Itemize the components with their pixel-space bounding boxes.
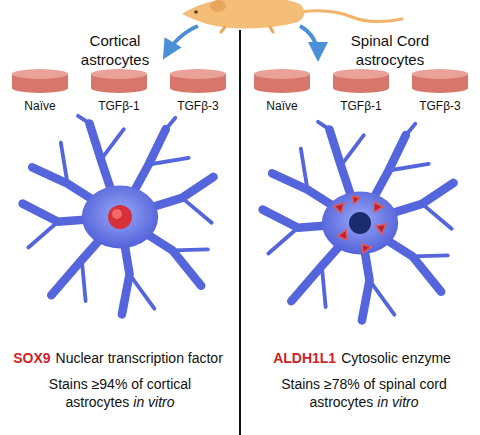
dish-label: TGFβ-1 bbox=[86, 99, 152, 113]
divider bbox=[239, 30, 241, 435]
mouse bbox=[182, 0, 402, 32]
text-group: Cortical astrocytes bbox=[55, 32, 175, 70]
text-group: Stains ≥94% of cortical astrocytesin vit… bbox=[30, 376, 210, 411]
label: Stains ≥78% of spinal cord astrocytes bbox=[281, 376, 447, 410]
dish-node: Naïve bbox=[249, 66, 315, 113]
text-group: ALDH1L1 Cytosolic enzyme bbox=[244, 350, 480, 368]
dish-label: TGFβ-1 bbox=[328, 99, 394, 113]
petri-dish bbox=[167, 66, 229, 96]
text-group: Stains ≥78% of spinal cord astrocytesin … bbox=[266, 376, 462, 411]
label: Cortical astrocytes bbox=[81, 32, 149, 68]
text-group: SOX9 Nuclear transcription factor bbox=[0, 350, 236, 368]
arrow bbox=[165, 26, 198, 56]
arrow bbox=[300, 26, 318, 58]
label: Nuclear transcription factor bbox=[56, 350, 223, 366]
petri-dish bbox=[251, 66, 313, 96]
dish-node: Naïve bbox=[7, 66, 73, 113]
label: Cytosolic enzyme bbox=[341, 350, 451, 366]
petri-dish bbox=[9, 66, 71, 96]
text-group: Spinal Cord astrocytes bbox=[330, 32, 450, 70]
petri-dish bbox=[88, 66, 150, 96]
label: ALDH1L1 bbox=[273, 350, 336, 366]
dish-label: TGFβ-3 bbox=[407, 99, 473, 113]
dish-label: Naïve bbox=[7, 99, 73, 113]
label: in vitro bbox=[133, 394, 174, 410]
dish-node: TGFβ-1 bbox=[86, 66, 152, 113]
dish-node: TGFβ-1 bbox=[328, 66, 394, 113]
petri-dish bbox=[330, 66, 392, 96]
astrocyte bbox=[23, 116, 214, 315]
dish-label: Naïve bbox=[249, 99, 315, 113]
dish-label: TGFβ-3 bbox=[165, 99, 231, 113]
label: SOX9 bbox=[13, 350, 50, 366]
dish-node: TGFβ-3 bbox=[407, 66, 473, 113]
petri-dish bbox=[409, 66, 471, 96]
label: Spinal Cord astrocytes bbox=[351, 32, 429, 68]
dish-node: TGFβ-3 bbox=[165, 66, 231, 113]
label: in vitro bbox=[377, 394, 418, 410]
astrocyte bbox=[263, 122, 454, 321]
